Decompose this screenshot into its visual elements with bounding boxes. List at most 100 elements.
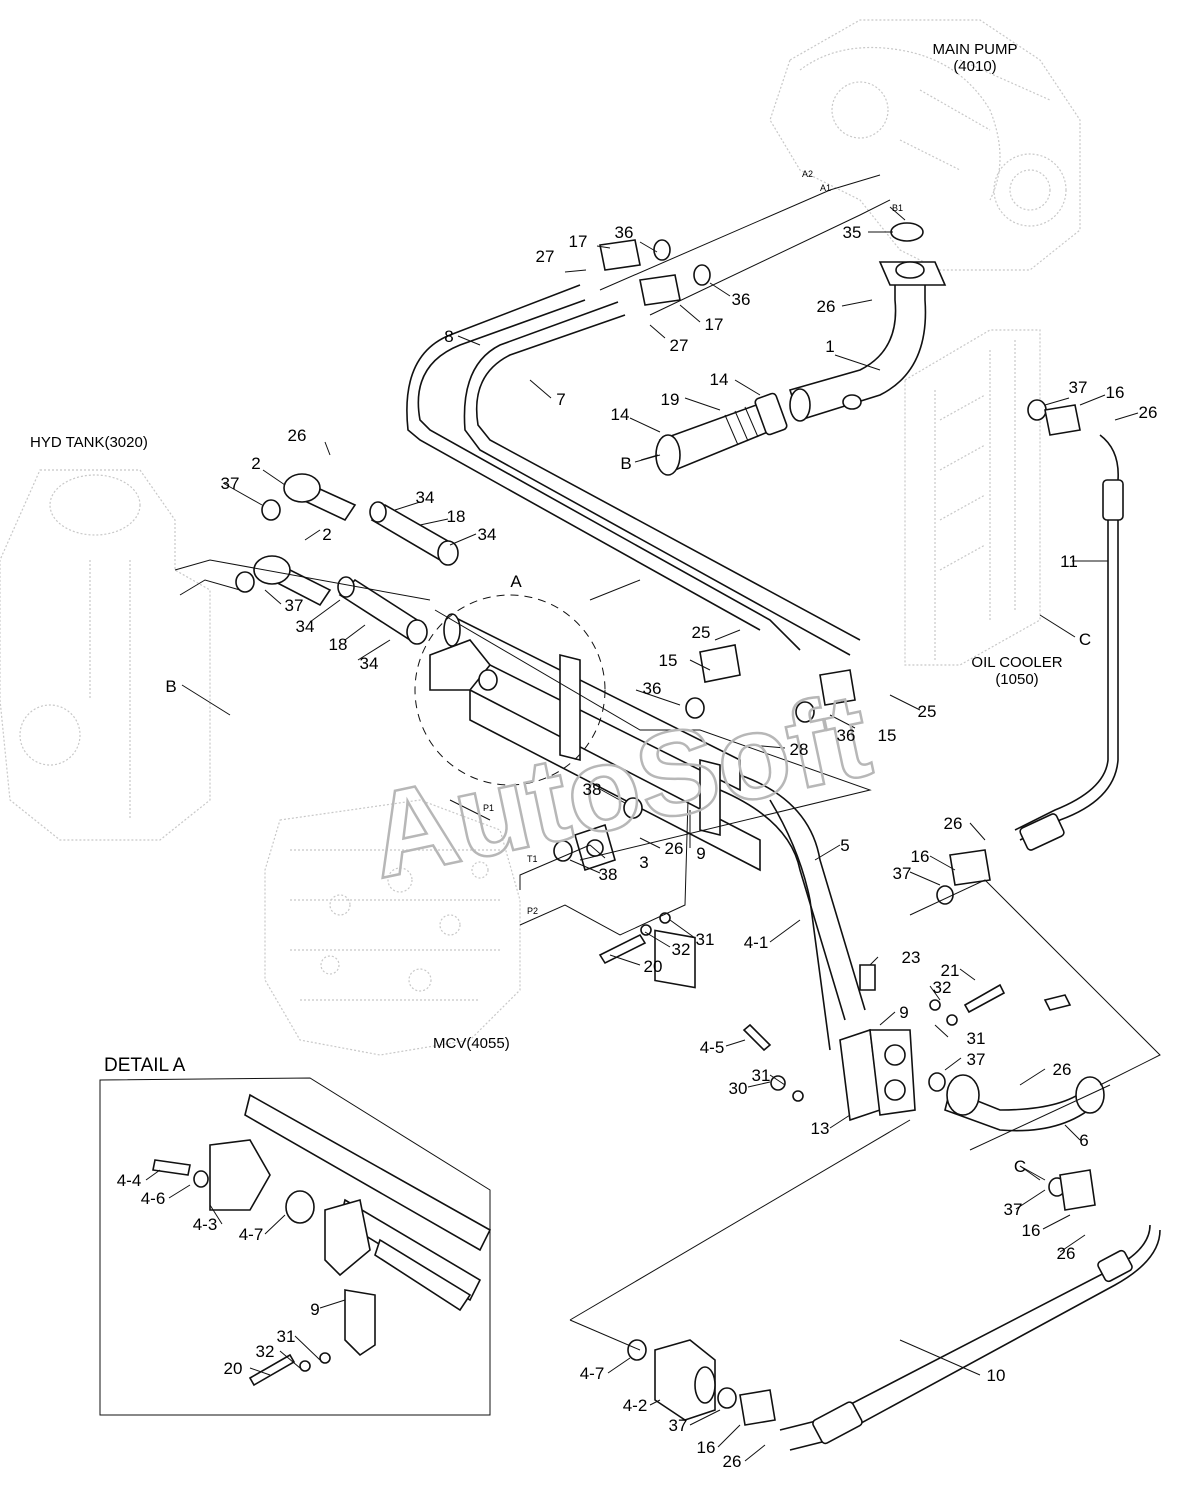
adapter-4-2 (654, 1339, 716, 1421)
connector-lines (174, 559, 1161, 1351)
hyd-tank-outline (0, 469, 211, 841)
callout-2: 2 (322, 525, 331, 544)
callout-27: 27 (536, 247, 555, 266)
port-a1: A1 (820, 183, 831, 193)
callout-37: 37 (893, 864, 912, 883)
callout-8: 8 (444, 327, 453, 346)
callout-25: 25 (692, 623, 711, 642)
callout-leaders (145, 206, 1139, 1462)
callout-26: 26 (1139, 403, 1158, 422)
oil-cooler-label: OIL COOLER (971, 654, 1062, 671)
callout-17: 17 (569, 232, 588, 251)
callout-38: 38 (583, 780, 602, 799)
callout-26: 26 (665, 839, 684, 858)
callout-31: 31 (752, 1066, 771, 1085)
mcv-label: MCV(4055) (433, 1035, 510, 1052)
callout-28: 28 (790, 740, 809, 759)
pipe-6 (944, 1074, 1105, 1132)
port-t1: T1 (527, 854, 538, 864)
callout-4-3: 4-3 (193, 1215, 218, 1234)
port-p1: P1 (483, 803, 494, 813)
callout-32: 32 (933, 978, 952, 997)
mcv-outline (264, 799, 521, 1056)
callout-34: 34 (416, 488, 435, 507)
callout-37: 37 (669, 1416, 688, 1435)
callout-34: 34 (296, 617, 315, 636)
callout-38: 38 (599, 865, 618, 884)
callout-26: 26 (1057, 1244, 1076, 1263)
callout-15: 15 (878, 726, 897, 745)
detail-a-panel (99, 1077, 492, 1416)
callout-26: 26 (817, 297, 836, 316)
callout-6: 6 (1079, 1131, 1088, 1150)
detail-a-marker-circle (414, 594, 606, 786)
callout-27: 27 (670, 336, 689, 355)
port-b1: B1 (892, 203, 903, 213)
callout-4-6: 4-6 (141, 1189, 166, 1208)
callout-26: 26 (944, 814, 963, 833)
callout-18: 18 (447, 507, 466, 526)
callout-26: 26 (1053, 1060, 1072, 1079)
callout-32: 32 (256, 1342, 275, 1361)
pipe-1 (788, 261, 947, 422)
callout-16: 16 (1022, 1221, 1041, 1240)
callout-15: 15 (659, 651, 678, 670)
callout-16: 16 (1106, 383, 1125, 402)
hyd-tank-label: HYD TANK(3020) (30, 434, 148, 451)
callout-37: 37 (285, 596, 304, 615)
callout-25: 25 (918, 702, 937, 721)
callout-37: 37 (1004, 1200, 1023, 1219)
marker-c-cooler: C (1079, 630, 1091, 649)
callout-36: 36 (615, 223, 634, 242)
part-callouts: 35 26 1 36 36 17 17 27 27 8 7 14 14 19 3… (117, 223, 1158, 1471)
callout-37: 37 (967, 1050, 986, 1069)
callout-37: 37 (1069, 378, 1088, 397)
callout-10: 10 (987, 1366, 1006, 1385)
callout-4-7: 4-7 (580, 1364, 605, 1383)
callout-23: 23 (902, 948, 921, 967)
callout-9: 9 (899, 1003, 908, 1022)
lines-to-pump (599, 174, 891, 316)
callout-5: 5 (840, 836, 849, 855)
callout-9: 9 (696, 844, 705, 863)
tubes-18 (253, 473, 459, 645)
callout-18: 18 (329, 635, 348, 654)
oil-cooler-code: (1050) (995, 671, 1038, 688)
main-pump-label: MAIN PUMP (932, 41, 1017, 58)
main-pump-code: (4010) (953, 58, 996, 75)
callout-4-2: 4-2 (623, 1396, 648, 1415)
callout-16: 16 (697, 1438, 716, 1457)
hose-10 (779, 1224, 1161, 1451)
callout-31: 31 (967, 1029, 986, 1048)
marker-c-lower: C (1014, 1157, 1026, 1176)
callout-14: 14 (611, 405, 630, 424)
callout-14: 14 (710, 370, 729, 389)
callout-31: 31 (277, 1327, 296, 1346)
callout-26: 26 (288, 426, 307, 445)
marker-b: B (620, 454, 631, 473)
callout-21: 21 (941, 961, 960, 980)
callout-32: 32 (672, 940, 691, 959)
callout-4-4: 4-4 (117, 1171, 142, 1190)
callout-4-5: 4-5 (700, 1038, 725, 1057)
marker-b-tank: B (165, 677, 176, 696)
callout-11: 11 (1060, 552, 1078, 571)
block-13 (839, 1028, 916, 1122)
callout-36: 36 (837, 726, 856, 745)
port-a2: A2 (802, 169, 813, 179)
oil-cooler-outline (904, 329, 1041, 666)
callout-30: 30 (729, 1079, 748, 1098)
hose-7 (463, 301, 861, 656)
callout-20: 20 (224, 1359, 243, 1378)
callout-37: 37 (221, 474, 240, 493)
callout-4-7: 4-7 (239, 1225, 264, 1244)
callout-13: 13 (811, 1119, 830, 1138)
callout-35: 35 (843, 223, 862, 242)
callout-34: 34 (360, 654, 379, 673)
callout-17: 17 (705, 315, 724, 334)
port-p2: P2 (527, 906, 538, 916)
callout-34: 34 (478, 525, 497, 544)
callout-36: 36 (643, 679, 662, 698)
